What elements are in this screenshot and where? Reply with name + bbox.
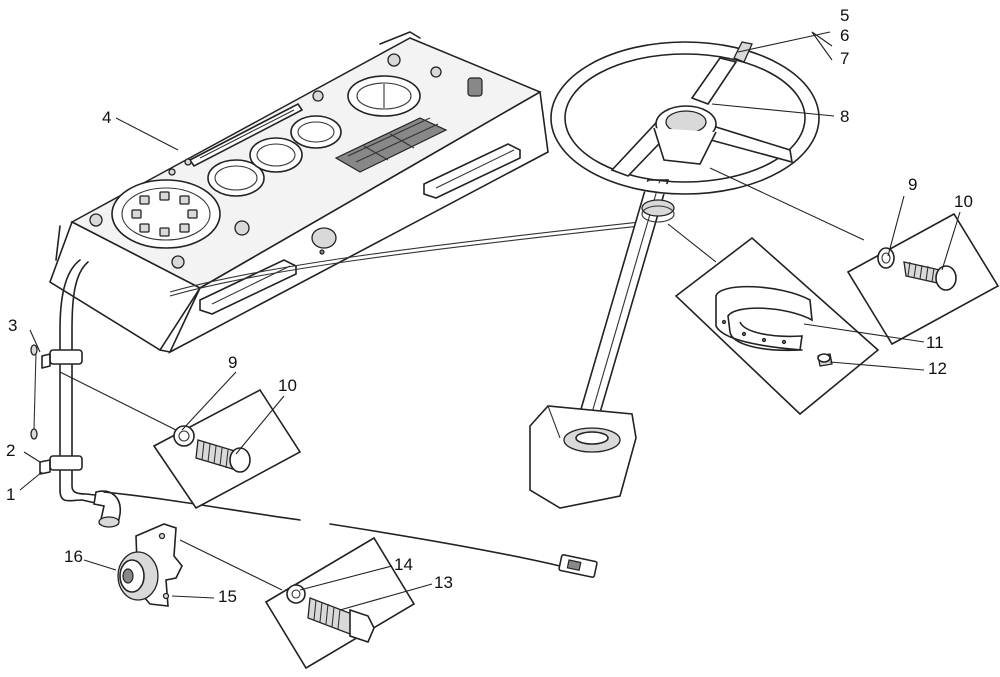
steering-column xyxy=(570,179,675,441)
panel-handle-right xyxy=(423,143,521,199)
callout-3: 3 xyxy=(8,316,17,335)
steering-wheel xyxy=(550,41,820,195)
callout-2: 2 xyxy=(6,441,15,460)
callout-1: 1 xyxy=(6,485,15,504)
double-gauge xyxy=(347,75,421,117)
small-gauge-2 xyxy=(249,137,303,173)
callout-9-left: 9 xyxy=(228,353,237,372)
detail-box-bolt-left xyxy=(152,388,302,510)
callout-4: 4 xyxy=(102,108,111,127)
callout-10-right: 10 xyxy=(954,192,973,211)
callout-6: 6 xyxy=(840,26,849,45)
callout-14: 14 xyxy=(394,555,413,574)
callout-9-right: 9 xyxy=(908,175,917,194)
callout-11: 11 xyxy=(926,333,944,352)
ignition-knob xyxy=(311,227,337,255)
callout-13: 13 xyxy=(434,573,453,592)
tachometer-gauge xyxy=(111,179,221,249)
clamp-upper xyxy=(49,349,83,365)
detail-box-bolt-lower xyxy=(264,536,416,670)
indicator-strip xyxy=(168,102,304,176)
instrument-panel xyxy=(49,31,549,354)
callout-15: 15 xyxy=(218,587,237,606)
callout-12: 12 xyxy=(928,359,947,378)
wire-panel-to-column xyxy=(169,225,641,297)
callout-8: 8 xyxy=(840,107,849,126)
leader-lines xyxy=(19,31,961,611)
callout-7: 7 xyxy=(840,49,849,68)
callout-5: 5 xyxy=(840,6,849,25)
small-gauge-3 xyxy=(290,115,342,149)
detail-box-bolt-right xyxy=(846,212,1000,346)
callout-16: 16 xyxy=(64,547,83,566)
part-3-lead xyxy=(30,344,38,440)
clamp-lower xyxy=(49,455,83,471)
switch-block xyxy=(334,117,448,173)
cable-tube xyxy=(39,225,121,528)
horn-assembly xyxy=(117,523,183,607)
column-base xyxy=(529,405,637,509)
detail-box-band-clamp xyxy=(674,236,880,416)
panel-knobs xyxy=(89,53,483,269)
small-gauge-1 xyxy=(207,159,265,197)
connector-cable xyxy=(103,491,598,578)
callout-10-left: 10 xyxy=(278,376,297,395)
